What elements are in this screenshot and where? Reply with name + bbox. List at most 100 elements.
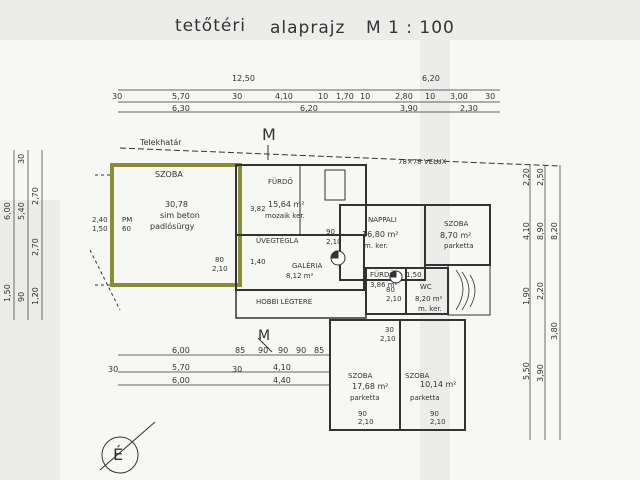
dim-inner-e3: 1,40 <box>250 258 266 266</box>
north-arrow-line <box>99 421 156 471</box>
dim-top-8: 3,90 <box>400 104 418 113</box>
dim-left-6: 90 <box>17 291 26 302</box>
room-name-szoba-right-top: SZOBA <box>444 220 469 228</box>
dim-right-5: 8,20 <box>550 222 559 240</box>
dim-bottom-1: 6,00 <box>172 346 190 355</box>
dim-bottom-10: 4,40 <box>273 376 291 385</box>
dim-inner-e11: 30 <box>385 326 394 334</box>
marker-m-top: M <box>262 125 276 144</box>
stairs <box>447 264 491 316</box>
room-floor-szoba-right-top: parketta <box>444 242 474 250</box>
dim-inner-e10: 2,10 <box>358 418 374 426</box>
dim-inner-e7: 80 <box>386 286 395 294</box>
dim-bottom-3: 90 <box>258 346 269 355</box>
room-floor-szoba-left-2: padlósürgy <box>150 222 195 231</box>
dim-right-4: 8,90 <box>536 222 545 240</box>
dim-bottom-2: 85 <box>235 346 246 355</box>
room-area-furdo-small: 3,86 m² <box>370 281 398 289</box>
dim-right-total: 6,20 <box>422 74 440 83</box>
dim-inner-e15: 1,50 <box>406 271 422 279</box>
dim-inner-e14: 2,10 <box>430 418 446 426</box>
dim-bottom-4: 90 <box>278 346 289 355</box>
room-floor-nappali: m. ker. <box>364 242 388 250</box>
label-ph2: 60 <box>122 225 131 233</box>
marker-m-bottom: M <box>258 328 271 344</box>
dim-bottom-small-1: 30 <box>108 365 119 374</box>
north-arrow-circle <box>101 436 139 474</box>
label-telekhatar: Telekhatár <box>140 138 182 147</box>
dim-top-small-c: 10 <box>360 92 371 101</box>
dim-right-1: 2,20 <box>522 168 531 186</box>
room-area-szoba-right-top: 8,70 m² <box>440 231 472 240</box>
dim-bottom-8: 4,10 <box>273 363 291 372</box>
dim-top-1: 5,70 <box>172 92 190 101</box>
room-floor-wc: m. ker. <box>418 305 442 313</box>
dim-top-5: 3,00 <box>450 92 468 101</box>
dim-overall: 12,50 <box>232 74 255 83</box>
dim-inner-e4: 3,82 <box>250 205 266 213</box>
dim-left-5: 1,50 <box>3 284 12 302</box>
dim-bottom-small-2: 30 <box>232 365 243 374</box>
dim-left-2: 5,40 <box>17 202 26 220</box>
title-scale: M 1 : 100 <box>366 18 455 38</box>
dim-bottom-7: 5,70 <box>172 363 190 372</box>
dim-top-small-a: 30 <box>232 92 243 101</box>
label-uvegtegla: ÜVEGTÉGLA <box>256 237 299 245</box>
room-name-szoba-bottom-left: SZOBA <box>348 372 373 380</box>
wall-szoba-left <box>110 163 242 287</box>
dim-inner-h1: 2,40 <box>92 216 108 224</box>
dim-inner-e2: 2,10 <box>212 265 228 273</box>
room-area-szoba-left: 30,78 <box>165 200 188 209</box>
room-area-szoba-bottom-right: 10,14 m² <box>420 380 457 389</box>
label-ph: PM <box>122 216 133 224</box>
dim-top-small-e: 30 <box>485 92 496 101</box>
north-label: É <box>113 445 124 464</box>
room-area-szoba-bottom-left: 17,68 m² <box>352 382 389 391</box>
dim-left-1: 6,00 <box>3 202 12 220</box>
dim-left-4: 2,70 <box>31 238 40 256</box>
dim-right-9: 5,50 <box>522 362 531 380</box>
dim-right-3: 4,10 <box>522 222 531 240</box>
wall-szoba-bottom-right <box>399 319 466 431</box>
dim-right-6: 1,90 <box>522 287 531 305</box>
room-name-furdo-small: FÜRDŐ <box>370 271 395 279</box>
dim-top-3: 1,70 <box>336 92 354 101</box>
dim-top-small-left: 30 <box>112 92 123 101</box>
room-area-furdo-top: 15,64 m² <box>268 200 305 209</box>
room-floor-furdo-top: mozaik ker. <box>265 212 305 220</box>
dim-bottom-6: 85 <box>314 346 325 355</box>
dim-top-2: 4,10 <box>275 92 293 101</box>
dim-top-9: 2,30 <box>460 104 478 113</box>
label-velux: 78×78 VELUX <box>398 158 447 166</box>
dim-left-7: 1,20 <box>31 287 40 305</box>
room-floor-szoba-left-1: sim beton <box>160 211 200 220</box>
room-name-wc: WC <box>420 283 432 291</box>
room-name-szoba-left: SZOBA <box>155 170 183 179</box>
title-alaprajz: alaprajz <box>270 18 346 38</box>
room-floor-szoba-bottom-right: parketta <box>410 394 440 402</box>
room-area-wc: 8,20 m² <box>415 295 443 303</box>
dim-left-8: 30 <box>17 153 26 164</box>
property-line <box>119 147 561 167</box>
dim-right-2: 2,50 <box>536 168 545 186</box>
dim-left-3: 2,70 <box>31 187 40 205</box>
room-name-szoba-bottom-right: SZOBA <box>405 372 430 380</box>
dim-inner-e13: 90 <box>430 410 439 418</box>
dim-inner-e1: 80 <box>215 256 224 264</box>
dim-right-7: 2,20 <box>536 282 545 300</box>
room-name-furdo-top: FÜRDŐ <box>268 178 293 186</box>
dim-top-6: 6,30 <box>172 104 190 113</box>
dim-inner-e8: 2,10 <box>386 295 402 303</box>
dim-inner-e12: 2,10 <box>380 335 396 343</box>
dim-inner-e9: 90 <box>358 410 367 418</box>
room-area-galeria: 8,12 m² <box>286 272 314 280</box>
room-floor-szoba-bottom-left: parketta <box>350 394 380 402</box>
dim-bottom-9: 6,00 <box>172 376 190 385</box>
dim-bottom-5: 90 <box>296 346 307 355</box>
room-name-galeria: GALÉRIA <box>292 262 323 270</box>
label-legtere: HOBBI LÉGTERE <box>256 298 313 306</box>
dim-top-small-b: 10 <box>318 92 329 101</box>
dim-right-10: 3,90 <box>536 364 545 382</box>
dim-right-8: 3,80 <box>550 322 559 340</box>
